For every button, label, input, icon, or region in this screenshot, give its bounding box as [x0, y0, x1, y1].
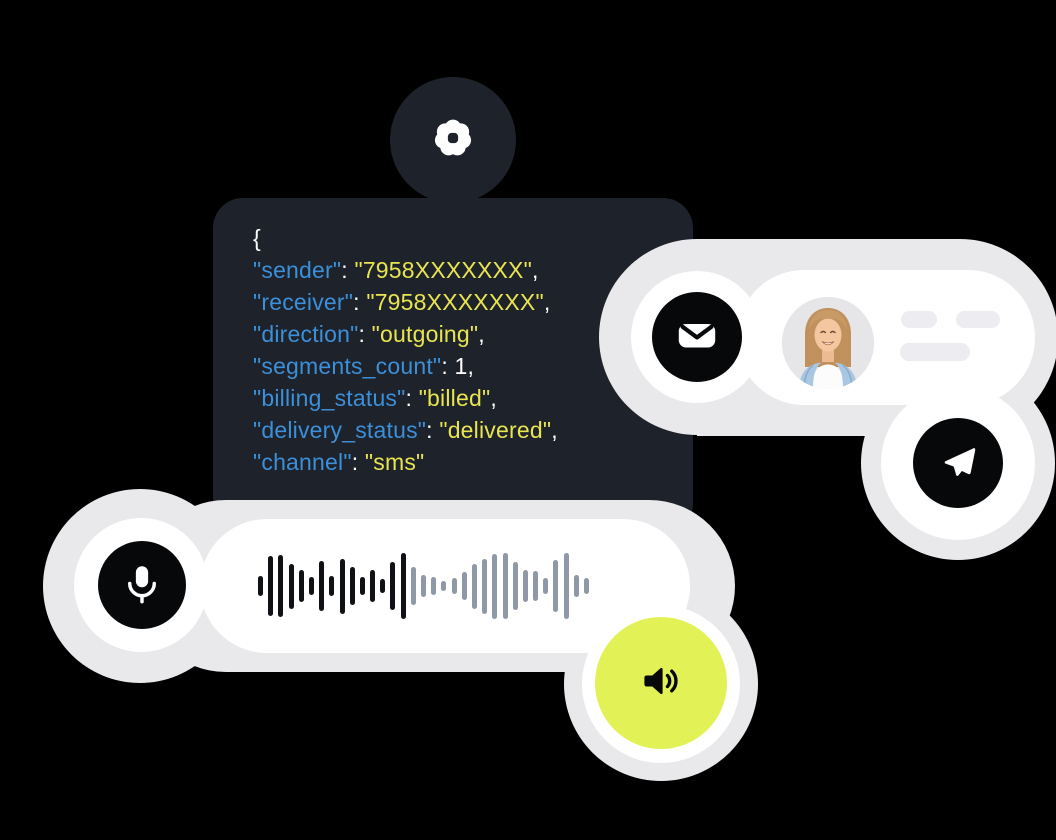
speaker-volume-icon — [638, 658, 684, 709]
mic-button[interactable] — [98, 541, 186, 629]
text-placeholder-pill — [956, 311, 1000, 328]
microphone-icon — [119, 560, 165, 611]
envelope-icon — [674, 312, 720, 363]
text-placeholder-pill — [901, 311, 937, 328]
settings-knob — [390, 77, 516, 203]
woman-portrait-illustration — [782, 297, 874, 389]
email-button[interactable] — [652, 292, 742, 382]
send-button[interactable] — [913, 418, 1003, 508]
avatar — [782, 297, 874, 389]
code-panel: {"sender": "7958XXXXXXX","receiver": "79… — [213, 198, 693, 533]
telegram-plane-icon — [935, 438, 981, 489]
json-snippet: {"sender": "7958XXXXXXX","receiver": "79… — [253, 225, 558, 475]
gear-icon — [434, 119, 472, 162]
voice-waveform[interactable] — [258, 546, 589, 626]
play-audio-button[interactable] — [595, 617, 727, 749]
text-placeholder-pill — [900, 343, 970, 361]
